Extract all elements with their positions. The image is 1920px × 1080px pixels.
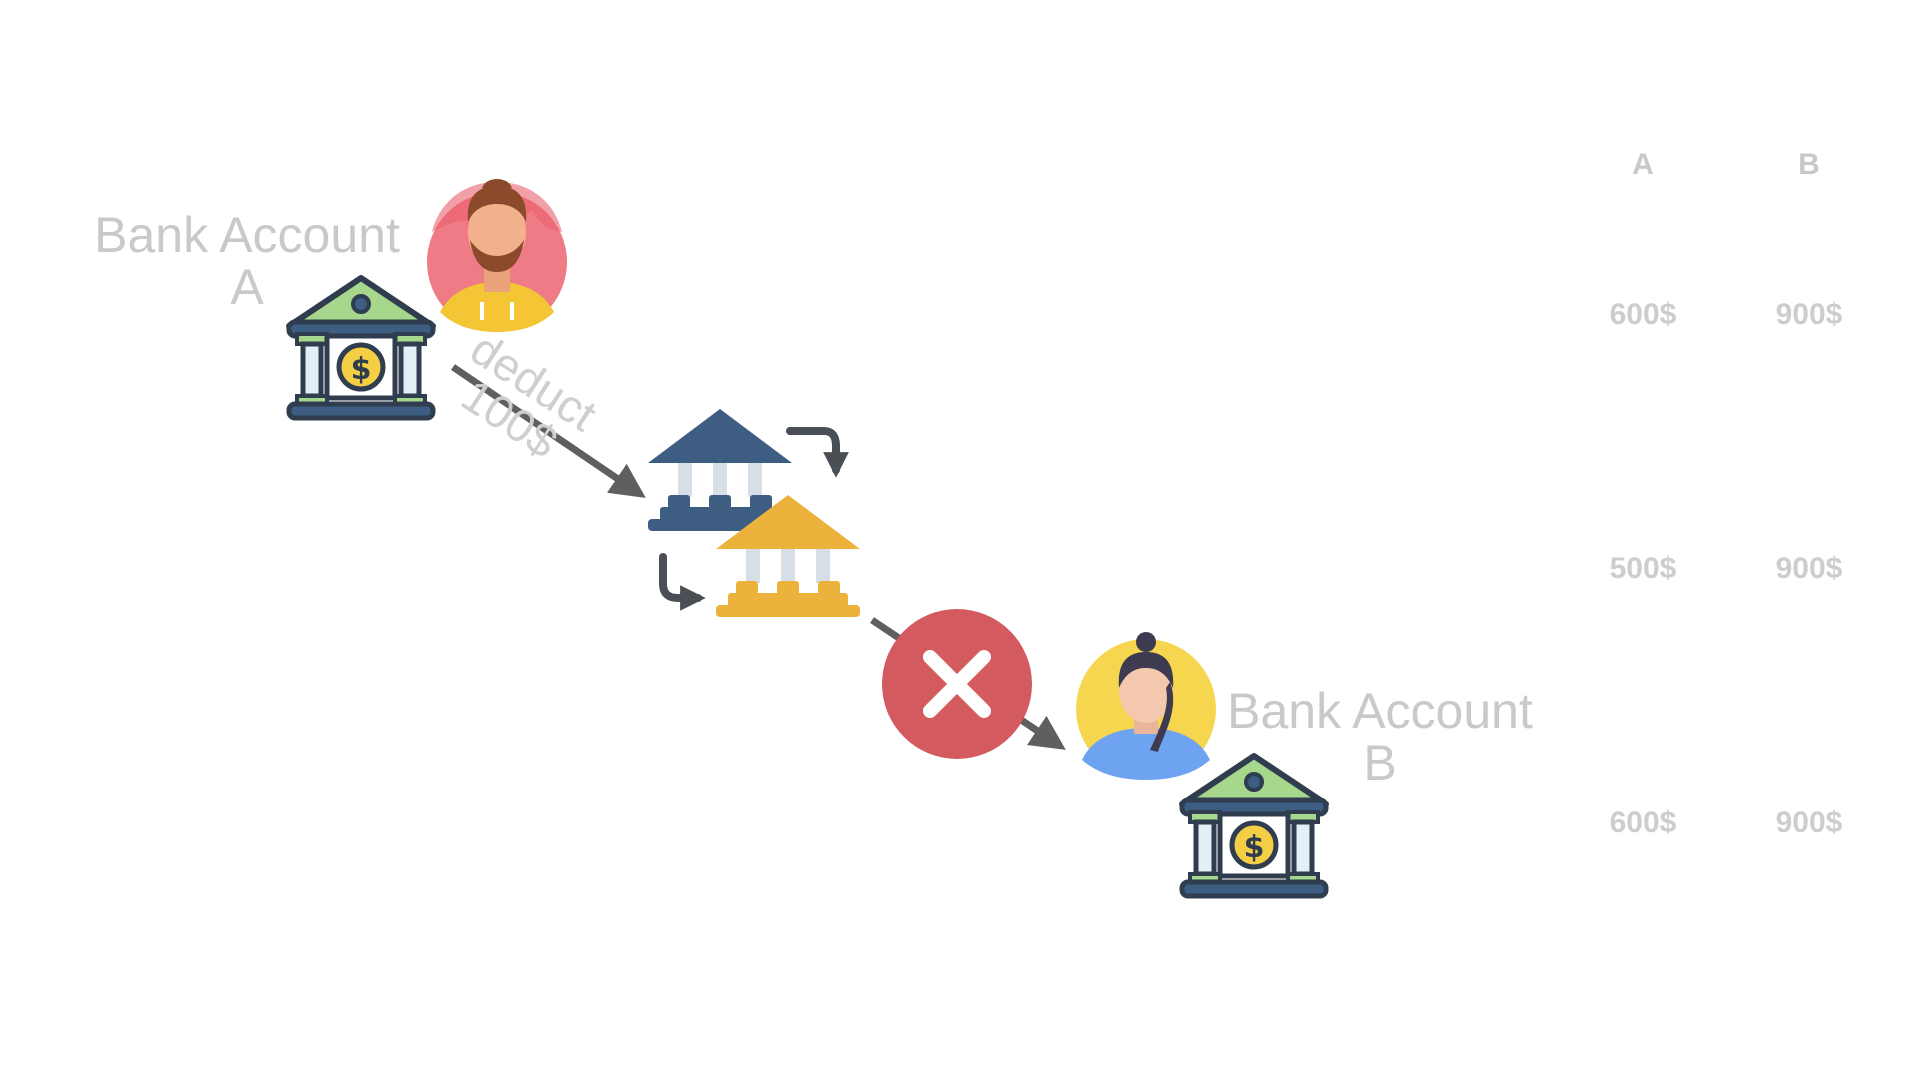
account-b-bank-dollar-icon — [1182, 756, 1326, 896]
balance-cell-b-row1: 900$ — [1776, 298, 1843, 331]
balance-cell-a-row2: 500$ — [1610, 552, 1677, 585]
column-header-b: B — [1798, 148, 1820, 181]
balance-cell-a-row3: 600$ — [1610, 806, 1677, 839]
account-a-label-line2: A — [230, 259, 264, 315]
man-avatar-icon — [427, 179, 567, 332]
account-b-label-line1: Bank Account — [1227, 683, 1533, 739]
account-b-label-line2: B — [1363, 735, 1396, 791]
account-b-label: Bank Account B — [1227, 683, 1533, 791]
balance-cell-b-row3: 900$ — [1776, 806, 1843, 839]
account-a-bank-dollar-icon — [289, 278, 433, 418]
deduct-arrow — [451, 364, 646, 498]
account-a-label-line1: Bank Account — [94, 207, 400, 263]
account-a-label: Bank Account A — [94, 207, 400, 315]
column-header-a: A — [1632, 148, 1654, 181]
woman-avatar-icon — [1076, 632, 1216, 780]
bank-transfer-icon — [648, 409, 860, 617]
balance-cell-b-row2: 900$ — [1776, 552, 1843, 585]
transfer-curved-arrow-bottom — [659, 553, 706, 611]
transfer-curved-arrow-top — [786, 427, 849, 478]
error-x-icon — [882, 609, 1032, 759]
balance-cell-a-row1: 600$ — [1610, 298, 1677, 331]
balance-table: A B 600$ 900$ 500$ 900$ 600$ 900$ — [1610, 148, 1843, 839]
